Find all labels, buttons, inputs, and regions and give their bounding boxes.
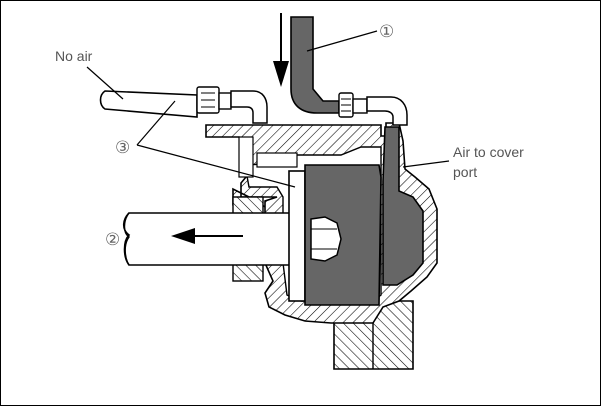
air-to-cover-label-line1: Air to cover	[453, 144, 524, 160]
leader-lines	[86, 30, 450, 188]
callout-3: ③	[115, 138, 130, 158]
shaft-bushing	[232, 196, 264, 282]
piston-plate	[288, 170, 306, 302]
shaft-nut	[310, 216, 342, 262]
air-supply-tube	[290, 16, 340, 114]
callout-2: ②	[105, 230, 120, 250]
shaft	[122, 212, 302, 266]
callout-1: ①	[379, 22, 394, 42]
no-air-label: No air	[55, 48, 93, 64]
air-to-cover-label-line2: port	[453, 164, 477, 180]
cover-chamber	[382, 126, 424, 286]
diaphragm	[304, 164, 382, 306]
arrow-left-icon	[171, 228, 243, 244]
right-fitting	[338, 92, 408, 126]
arrow-down-icon	[273, 13, 289, 87]
left-air-tube	[99, 86, 268, 124]
